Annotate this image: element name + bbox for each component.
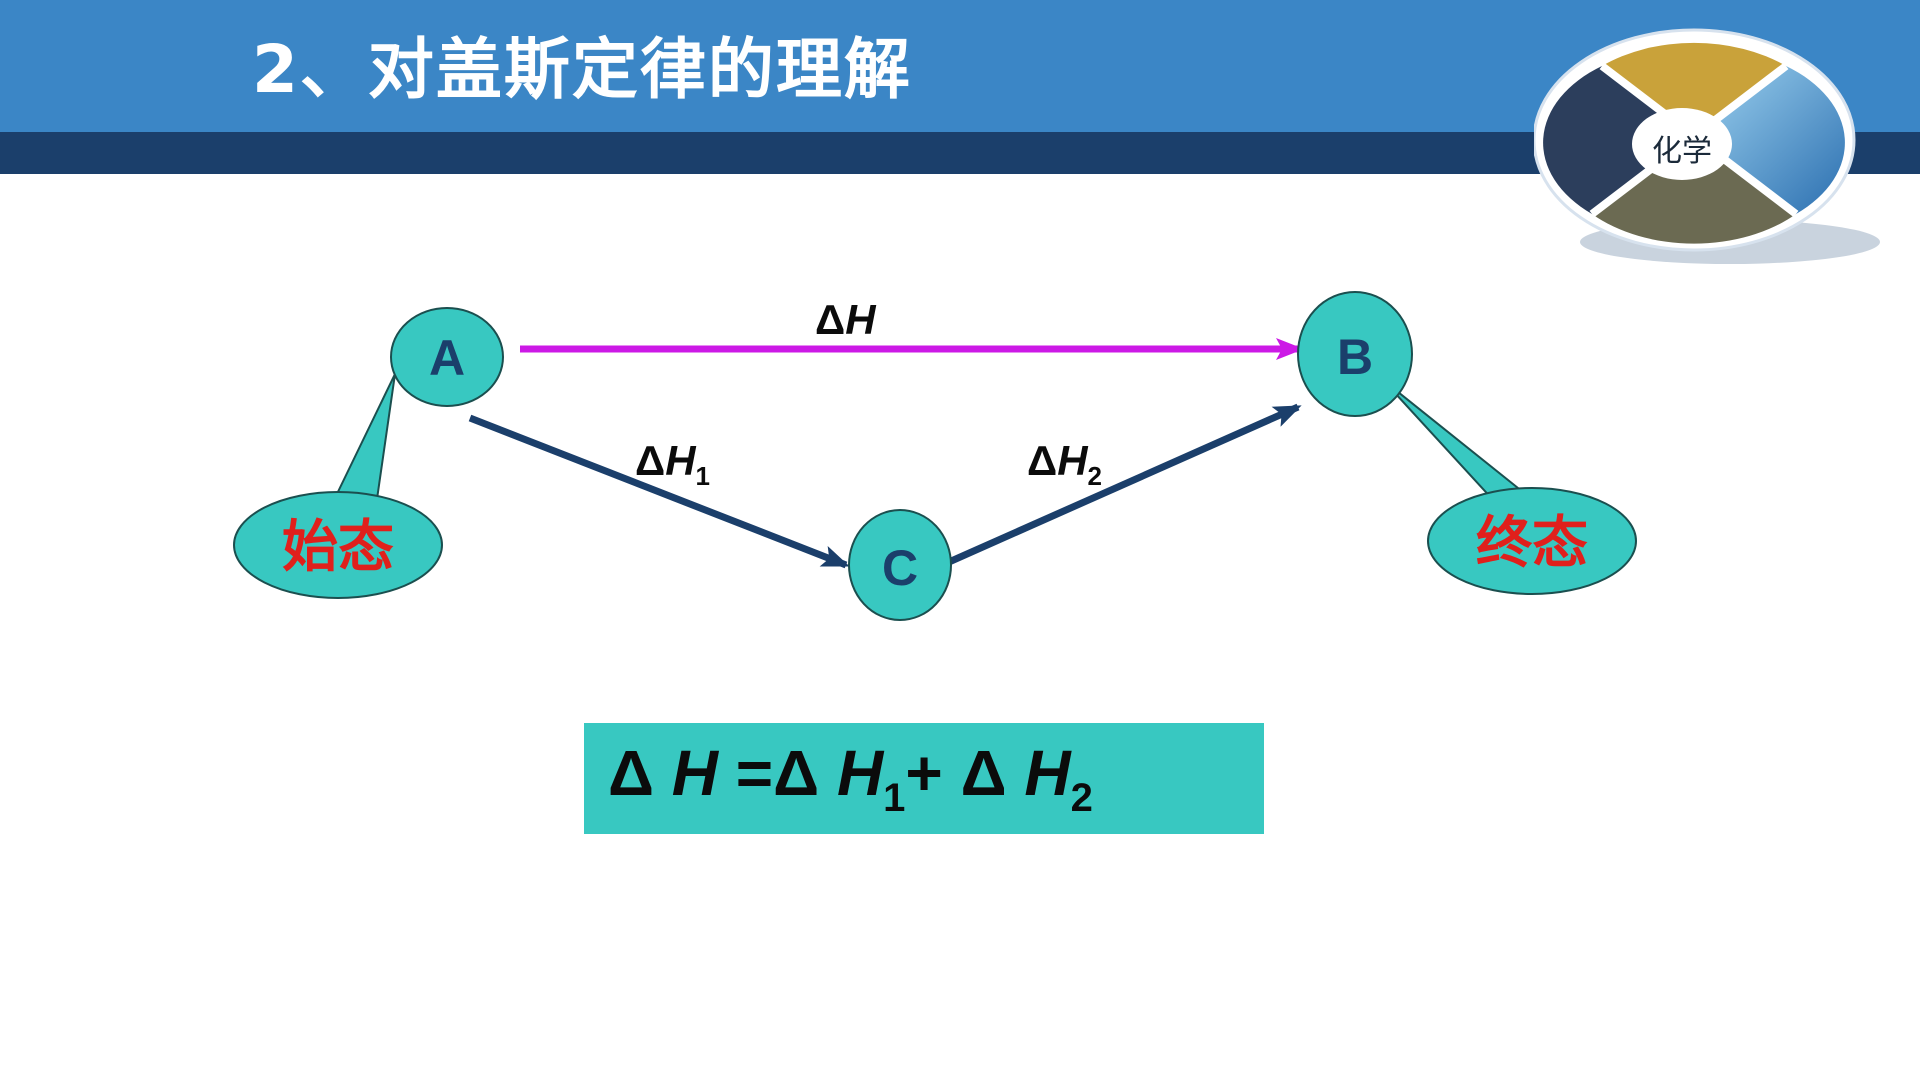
formula-delta-total: Δ: [608, 737, 654, 809]
dh-delta: Δ: [815, 296, 845, 343]
dh1-label: ΔH1: [635, 437, 710, 491]
formula-h-1: H: [837, 737, 883, 809]
hess-formula: Δ H =Δ H1+ Δ H2: [608, 738, 1093, 820]
dh-label: ΔH: [815, 296, 877, 343]
formula-delta-2: Δ: [961, 737, 1007, 809]
node-a-label: A: [429, 330, 465, 386]
dh2-sub: 2: [1088, 461, 1102, 491]
formula-sub-1: 1: [883, 776, 905, 820]
dh2-delta: Δ: [1027, 437, 1057, 484]
formula-h-total: H: [672, 737, 718, 809]
dh2-label: ΔH2: [1027, 437, 1102, 491]
formula-equals: =: [736, 737, 773, 809]
initial-state-label: 始态: [282, 515, 394, 580]
path-c-to-b-arrow: [940, 407, 1298, 566]
formula-h-2: H: [1024, 737, 1070, 809]
dh1-var: H: [665, 437, 697, 484]
node-c-label: C: [882, 540, 918, 596]
callout-tail-initial: [335, 374, 395, 499]
dh1-sub: 1: [696, 461, 710, 491]
dh-var: H: [845, 296, 877, 343]
dh2-var: H: [1057, 437, 1089, 484]
dh1-delta: Δ: [635, 437, 665, 484]
final-state-label: 终态: [1476, 511, 1588, 576]
callout-tail-final: [1383, 380, 1528, 502]
formula-sub-2: 2: [1071, 776, 1093, 820]
node-b-label: B: [1337, 329, 1373, 385]
formula-delta-1: Δ: [773, 737, 819, 809]
formula-plus: +: [905, 737, 942, 809]
